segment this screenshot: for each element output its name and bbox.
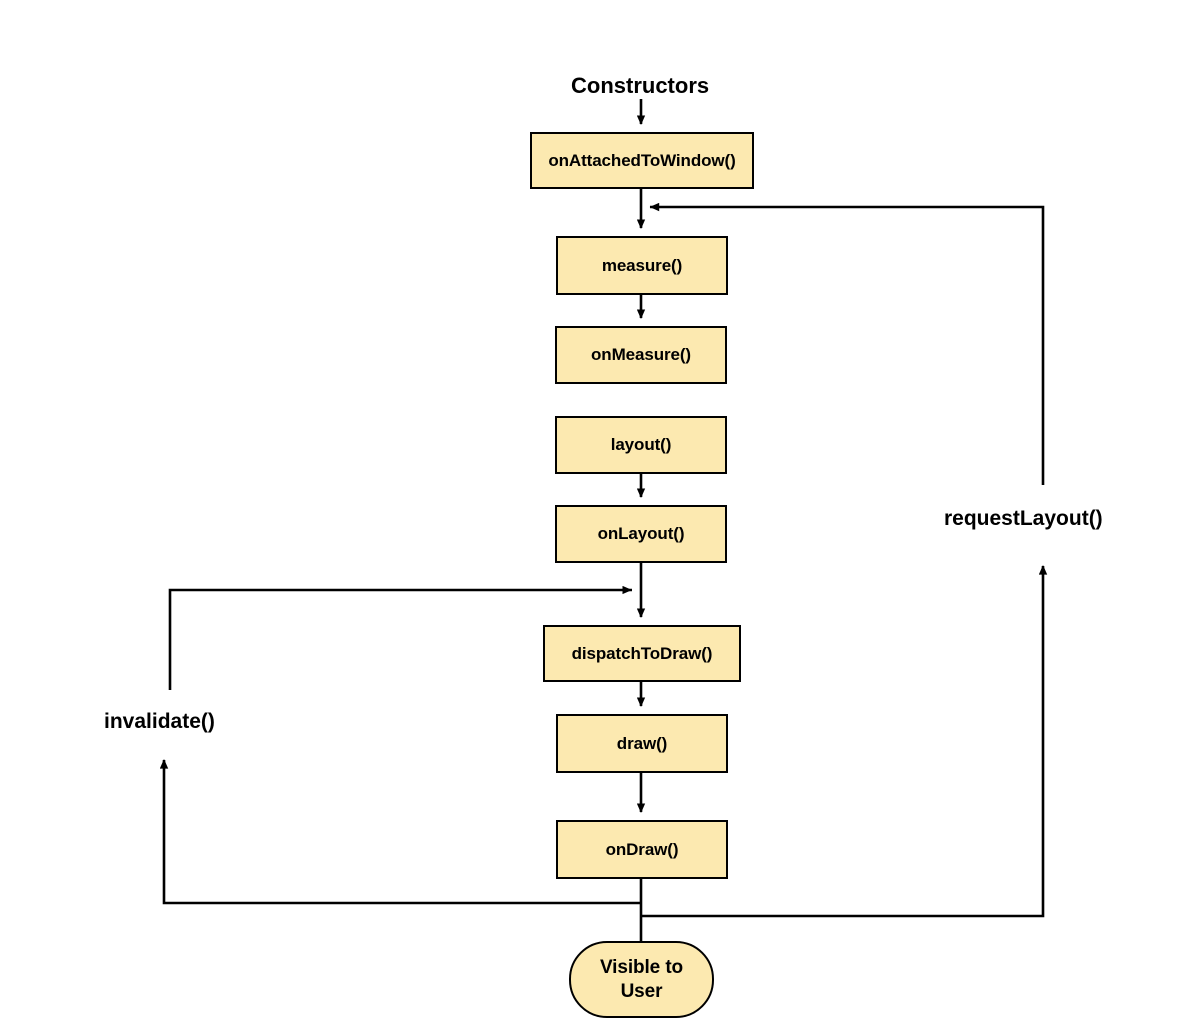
edge-label-invalidate: invalidate(): [101, 710, 218, 734]
node-draw[interactable]: draw(): [556, 714, 728, 773]
node-visible-to-user-line1: Visible to: [599, 957, 684, 979]
node-on-draw[interactable]: onDraw(): [556, 820, 728, 879]
node-visible-to-user-line2: User: [620, 980, 663, 1002]
node-dispatch-to-draw[interactable]: dispatchToDraw(): [543, 625, 741, 682]
node-visible-to-user[interactable]: Visible to User: [569, 941, 714, 1018]
node-measure[interactable]: measure(): [556, 236, 728, 295]
node-layout[interactable]: layout(): [555, 416, 727, 474]
edge-label-request-layout: requestLayout(): [941, 507, 1106, 531]
node-on-layout[interactable]: onLayout(): [555, 505, 727, 563]
page-title: Constructors: [571, 73, 710, 99]
node-on-attached-to-window[interactable]: onAttachedToWindow(): [530, 132, 754, 189]
node-on-measure[interactable]: onMeasure(): [555, 326, 727, 384]
